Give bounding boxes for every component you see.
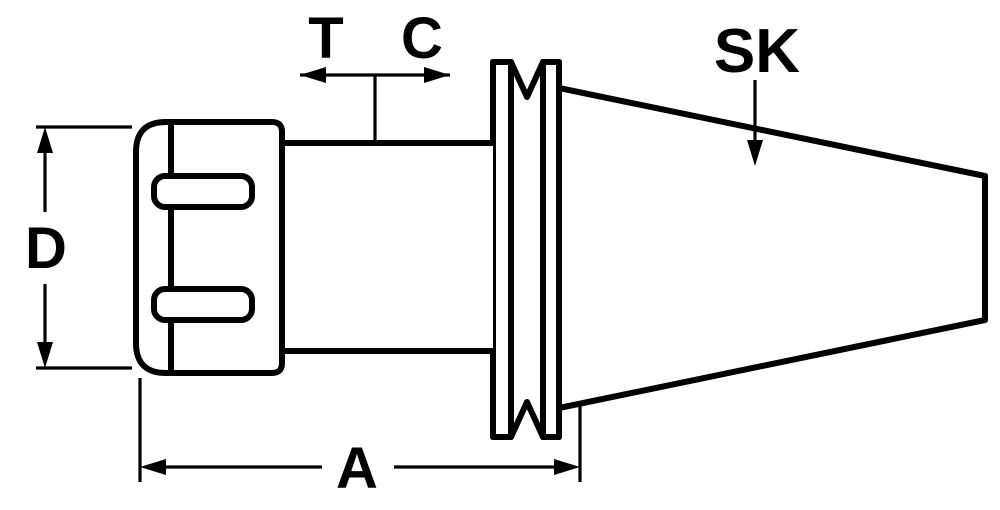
- dim-c-label: C: [401, 6, 443, 71]
- flange-body: [493, 62, 559, 437]
- collet-nut-outline: [133, 119, 285, 376]
- callout-sk: SK: [714, 17, 800, 166]
- dimension-t-c: T C: [300, 6, 450, 141]
- dimension-d: D: [25, 125, 132, 370]
- dim-tc-arrow-right-icon: [424, 67, 450, 83]
- dim-a-label: A: [336, 436, 378, 501]
- sk-arrow-down-icon: [747, 140, 763, 166]
- shaft-body: [282, 143, 493, 351]
- dim-a-arrow-right-icon: [554, 459, 580, 475]
- collet-nut: [133, 119, 285, 376]
- dim-t-label: T: [308, 6, 343, 71]
- dim-d-arrow-up-icon: [37, 127, 53, 153]
- wrench-slot-bottom: [151, 286, 255, 323]
- flange-groove: [490, 59, 562, 440]
- dim-a-arrow-left-icon: [140, 459, 166, 475]
- sk-label: SK: [714, 17, 800, 86]
- dim-d-arrow-down-icon: [37, 342, 53, 368]
- dim-tc-arrow-left-icon: [300, 67, 326, 83]
- dimension-a: A: [138, 378, 582, 501]
- wrench-slot-top: [151, 173, 255, 210]
- taper-cone: [556, 85, 988, 411]
- shaft: [279, 140, 496, 354]
- dim-d-label: D: [25, 216, 67, 281]
- v-groove-bottom: [508, 399, 546, 440]
- v-groove-top: [508, 59, 546, 100]
